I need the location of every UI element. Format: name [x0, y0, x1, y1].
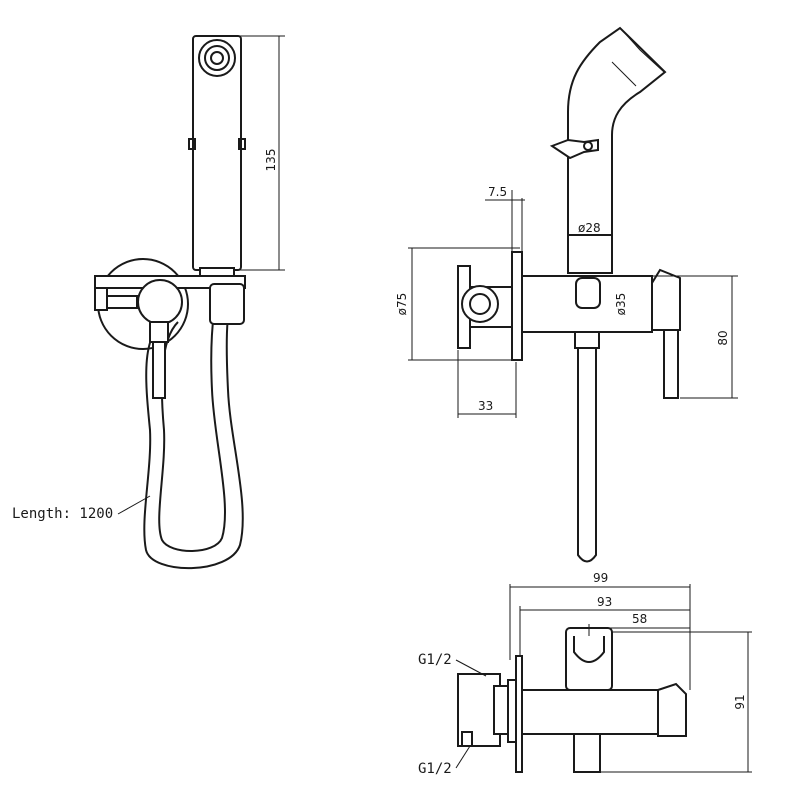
outlet-top	[573, 733, 601, 773]
dim-35-label: ø35	[614, 293, 628, 316]
inwall-neck	[493, 685, 509, 735]
thread-leader-bottom	[455, 745, 471, 769]
dim-33-label: 33	[478, 399, 493, 413]
hose-inner	[158, 311, 226, 552]
side-view: ø28 ø35 7.5 ø75 33 80	[395, 26, 738, 563]
holder-left-tab	[94, 287, 108, 311]
lever-side	[663, 329, 679, 399]
hose-length-label: Length: 1200	[12, 506, 113, 522]
trigger-pivot	[583, 141, 593, 151]
thread-label-bottom: G1/2	[418, 761, 452, 777]
outlet-nut-side	[574, 331, 600, 349]
dim-93-label: 93	[597, 595, 612, 609]
dim-75-label: ø75	[395, 293, 409, 316]
connector-circle-outer	[461, 285, 499, 323]
handset-holder-side	[575, 277, 601, 309]
spray-head-outer	[198, 39, 236, 77]
lever-hub-side	[651, 268, 681, 331]
hose-side	[577, 348, 597, 563]
holder-clamp	[209, 283, 245, 325]
dim-135-label: 135	[264, 149, 278, 172]
spray-face-line	[611, 61, 637, 87]
spray-head-center	[210, 51, 224, 65]
inwall-port	[461, 731, 473, 747]
dim-91-label: 91	[733, 694, 747, 709]
handset-body-front	[192, 35, 242, 271]
dim-28-label: ø28	[578, 221, 601, 235]
top-view: 99 93 58 91 G1/2 G1/2	[418, 571, 752, 777]
dim-58-label: 58	[632, 612, 647, 626]
hose-outer	[143, 304, 244, 570]
hose-length-leader	[117, 495, 151, 515]
lever-front	[152, 341, 166, 399]
spray-face-side	[621, 29, 665, 73]
dim-80-label: 80	[716, 330, 730, 345]
handset-head-side	[567, 26, 667, 236]
trigger-clip-left	[188, 138, 196, 150]
front-view: 135 Length: 1200	[12, 35, 285, 570]
lever-end-top	[657, 682, 687, 737]
wall-plate-side	[511, 251, 523, 361]
dim-7.5-label: 7.5	[488, 185, 507, 199]
connector-circle-inner	[469, 293, 491, 315]
holder-cradle	[573, 636, 605, 663]
valve-body-top	[521, 689, 659, 735]
thread-label-top: G1/2	[418, 652, 452, 668]
wall-spacer-top	[507, 679, 517, 743]
dim-99-label: 99	[593, 571, 608, 585]
thread-leader-top	[455, 659, 487, 677]
handset-lower-side	[567, 234, 613, 274]
holder-top	[565, 627, 613, 691]
valve-knob-front	[137, 279, 183, 325]
lever-hub	[149, 321, 169, 343]
spray-head-ring	[204, 45, 230, 71]
knob-stem	[106, 295, 138, 309]
trigger-clip-right	[238, 138, 246, 150]
trigger-side	[549, 138, 599, 160]
